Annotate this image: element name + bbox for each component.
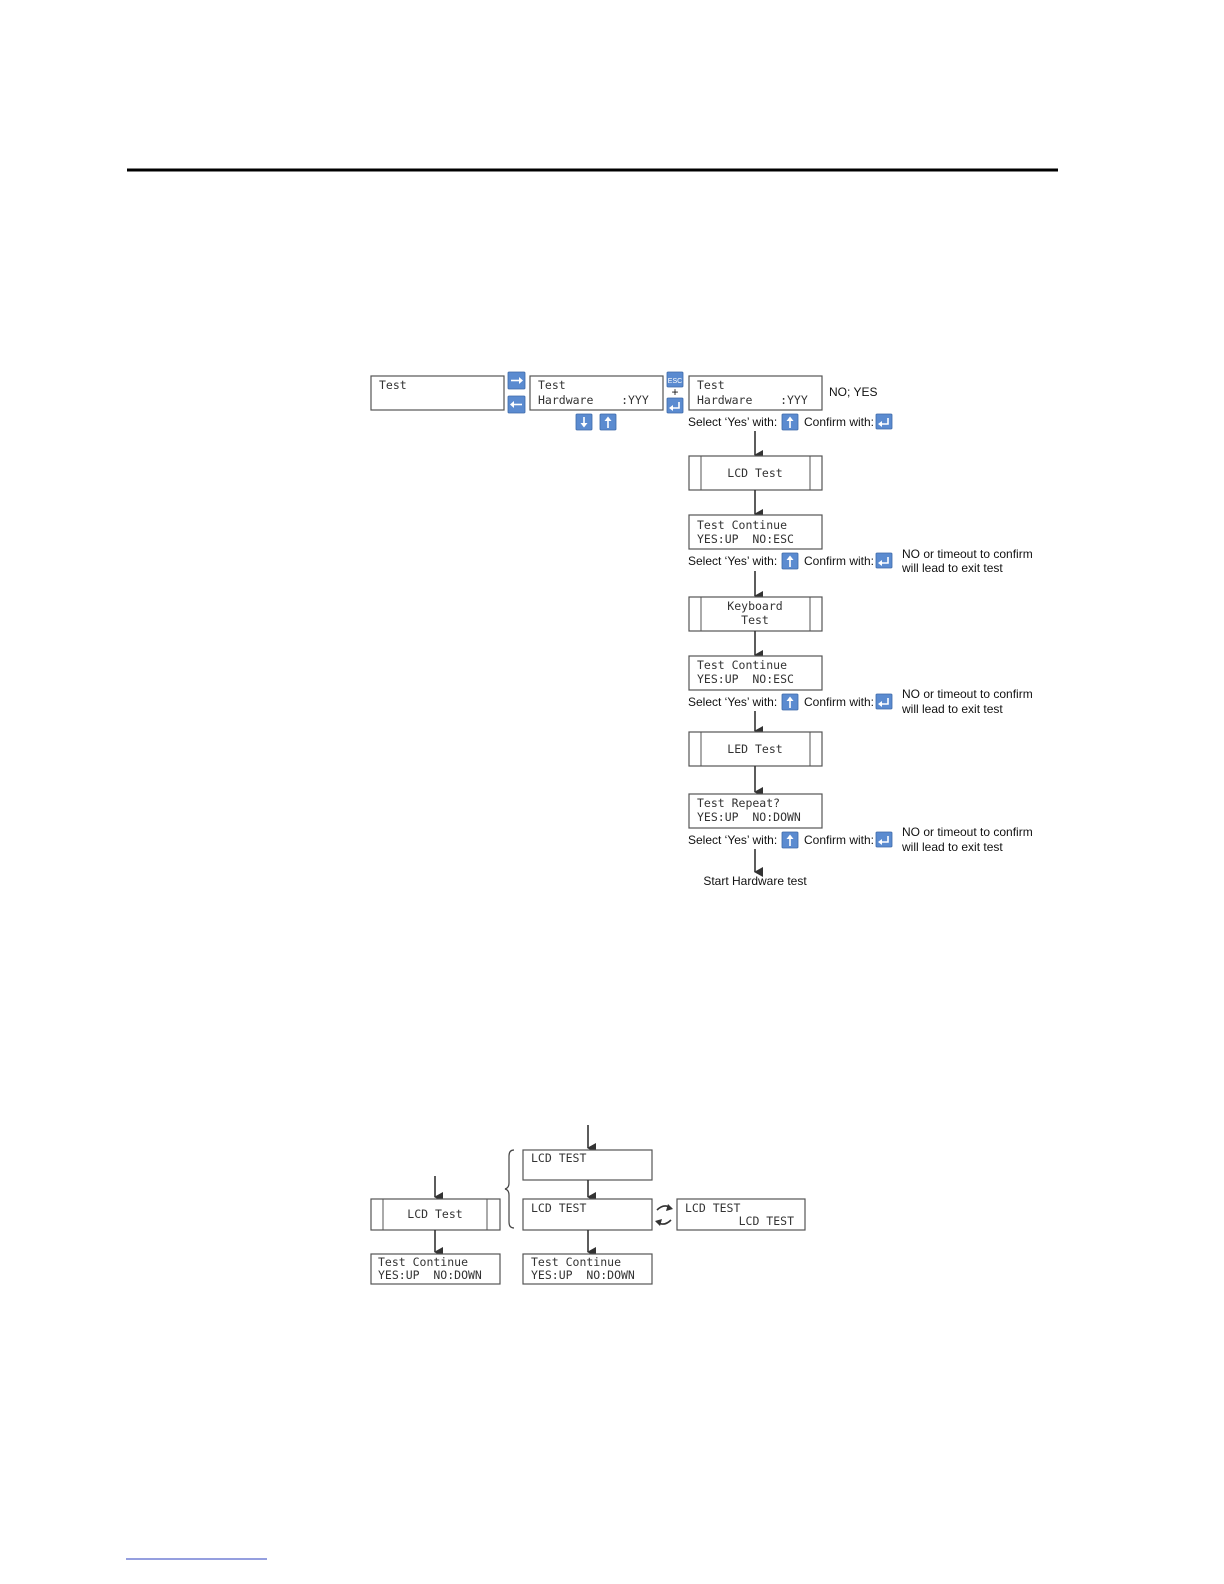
select-yes-text-1: Select ‘Yes’ with: [688,415,777,429]
enter-key-icon [875,552,893,569]
timeout-note-3-line-2: will lead to exit test [901,840,1003,854]
timeout-note-2-line-2: will lead to exit test [901,702,1003,716]
enter-key-icon [875,831,893,848]
select-confirm-row-4: Select ‘Yes’ with: Confirm with: [688,831,893,849]
up-key-icon [599,413,617,431]
select-confirm-row-3: Select ‘Yes’ with: Confirm with: [688,693,893,711]
continue-2-line-2: YES:UP NO:ESC [697,672,794,686]
lcd-test-label: LCD Test [727,466,782,480]
lower-lcd-caps-2: LCD TEST [531,1201,586,1215]
alternate-arrows-icon [655,1204,673,1226]
lcd-test-step-box: LCD Test [688,455,823,491]
select-confirm-row-2: Select ‘Yes’ with: Confirm with: [688,552,893,570]
repeat-line-2: YES:UP NO:DOWN [697,810,801,824]
lcd-hardware-box: Test Hardware :YYY [529,375,664,411]
lcd-test-box: Test [370,375,505,411]
repeat-line-1: Test Repeat? [697,796,780,810]
no-yes-label: NO; YES [829,385,877,399]
lower-right-continue-line-1: Test Continue [531,1255,621,1269]
select-confirm-row-1: Select ‘Yes’ with: Confirm with: [688,413,893,431]
esc-key-label: ESC [668,378,682,385]
left-key-icon [507,395,526,414]
continue-box-1: Test Continue YES:UP NO:ESC [688,514,823,550]
lower-lcd-caps-box-1: LCD TEST [522,1149,653,1181]
confirm-with-text-4: Confirm with: [804,833,874,847]
grouping-brace [504,1149,515,1229]
select-yes-text-4: Select ‘Yes’ with: [688,833,777,847]
select-yes-text-3: Select ‘Yes’ with: [688,695,777,709]
up-key-icon [781,413,799,431]
timeout-note-2-line-1: NO or timeout to confirm [902,687,1033,701]
lower-right-continue-line-2: YES:UP NO:DOWN [531,1268,635,1282]
test-box-line-1: Test [379,378,407,392]
keyboard-test-step-box: Keyboard Test [688,596,823,632]
keyboard-test-line-2: Test [741,613,769,627]
up-key-icon [781,831,799,849]
hardware-box-line-1: Test [538,378,566,392]
enter-key-icon [875,413,893,430]
lower-lcd-caps-1: LCD TEST [531,1151,586,1165]
lcd-hardware-box-2: Test Hardware :YYY [688,375,823,411]
continue-1-line-1: Test Continue [697,518,787,532]
lower-continue-box-right: Test Continue YES:UP NO:DOWN [522,1253,653,1285]
lower-lcd-caps-box-2: LCD TEST [522,1198,653,1231]
keyboard-test-line-1: Keyboard [727,599,782,613]
down-key-icon [575,413,593,431]
lower-left-continue-line-1: Test Continue [378,1255,468,1269]
continue-2-line-1: Test Continue [697,658,787,672]
lower-lcd-test-box: LCD Test [370,1198,501,1231]
timeout-note-1-line-2: will lead to exit test [901,561,1003,575]
hardware-box-line-2: Hardware :YYY [538,393,649,407]
up-key-icon [781,693,799,711]
confirm-with-text-2: Confirm with: [804,554,874,568]
continue-1-line-2: YES:UP NO:ESC [697,532,794,546]
hardware-box2-line-1: Test [697,378,725,392]
led-test-step-box: LED Test [688,731,823,767]
repeat-box: Test Repeat? YES:UP NO:DOWN [688,793,823,829]
up-key-icon [781,552,799,570]
led-test-label: LED Test [727,742,782,756]
plus-sign: + [671,385,678,399]
select-yes-text-2: Select ‘Yes’ with: [688,554,777,568]
start-hardware-test-label: Start Hardware test [703,874,807,888]
enter-key-icon [666,397,684,414]
timeout-note-3-line-1: NO or timeout to confirm [902,825,1033,839]
confirm-with-text-1: Confirm with: [804,415,874,429]
lower-lcd-caps-3-line-1: LCD TEST [685,1201,740,1215]
confirm-with-text-3: Confirm with: [804,695,874,709]
lower-left-continue-line-2: YES:UP NO:DOWN [378,1268,482,1282]
lower-continue-box-left: Test Continue YES:UP NO:DOWN [370,1253,501,1285]
lower-lcd-caps-3-line-2: LCD TEST [739,1214,794,1228]
timeout-note-1-line-1: NO or timeout to confirm [902,547,1033,561]
esc-key-icon: ESC [666,371,684,388]
enter-key-icon [875,693,893,710]
continue-box-2: Test Continue YES:UP NO:ESC [688,655,823,691]
lower-lcd-caps-box-3: LCD TEST LCD TEST [676,1198,806,1231]
lower-lcd-test-label: LCD Test [407,1207,462,1221]
hardware-box2-line-2: Hardware :YYY [697,393,808,407]
right-key-icon [507,371,526,390]
